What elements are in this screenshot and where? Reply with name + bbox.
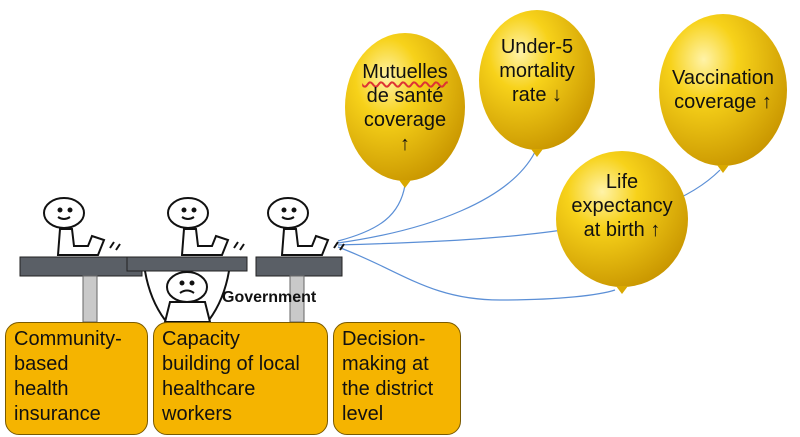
balloon-line: expectancy (571, 195, 673, 217)
balloon-line-text: at birth (583, 219, 645, 241)
balloon-line: de santé (366, 85, 444, 107)
balloon-label-mutuelles: Mutuelles de santé coverage ↑ (355, 60, 455, 156)
pillar-capacity-building: Capacity building of local healthcare wo… (153, 322, 328, 435)
string-under5 (337, 151, 536, 244)
balloon-mutuelles (345, 33, 465, 188)
balloon-line-text: rate (511, 84, 547, 106)
table-leg-1 (82, 275, 98, 323)
figure-1 (43, 197, 121, 256)
table-top-2 (126, 256, 248, 272)
string-mutuelles (337, 184, 406, 242)
balloon-life (556, 151, 688, 294)
balloon-label-under5: Under-5 mortality rate ↓ (489, 35, 585, 107)
balloon-label-vaccination: Vaccination coverage ↑ (663, 66, 783, 114)
up-arrow-icon: ↑ (650, 219, 661, 241)
up-arrow-icon: ↑ (400, 133, 410, 155)
balloon-line: Life (605, 171, 639, 193)
figure-2 (167, 197, 245, 256)
government-label: Government (222, 289, 317, 306)
balloon-line: rate ↓ (489, 83, 585, 107)
government-figure (144, 270, 230, 323)
up-arrow-icon: ↑ (761, 91, 772, 113)
tables (19, 256, 343, 323)
balloon-line: coverage ↑ (663, 90, 783, 114)
table-top-3 (255, 256, 343, 277)
down-arrow-icon: ↓ (552, 84, 563, 106)
balloon-line-text: coverage (674, 91, 757, 113)
balloon-line: at birth ↑ (567, 218, 677, 242)
string-life (337, 246, 616, 301)
balloon-line: coverage (363, 109, 447, 131)
pillar-district-decision: Decision- making at the district level (333, 322, 461, 435)
figures (43, 197, 345, 323)
table-top-1 (19, 256, 143, 277)
balloon-line: Vaccination (672, 67, 774, 89)
balloon-label-life: Life expectancy at birth ↑ (567, 170, 677, 242)
pillar-community-insurance: Community- based health insurance (5, 322, 148, 435)
balloon-line: mortality (499, 60, 575, 82)
balloon-under5 (479, 10, 595, 157)
balloon-vaccination (659, 14, 787, 173)
balloon-line: Mutuelles (362, 61, 448, 83)
figure-3 (267, 197, 345, 256)
balloon-line: Under-5 (500, 36, 574, 58)
